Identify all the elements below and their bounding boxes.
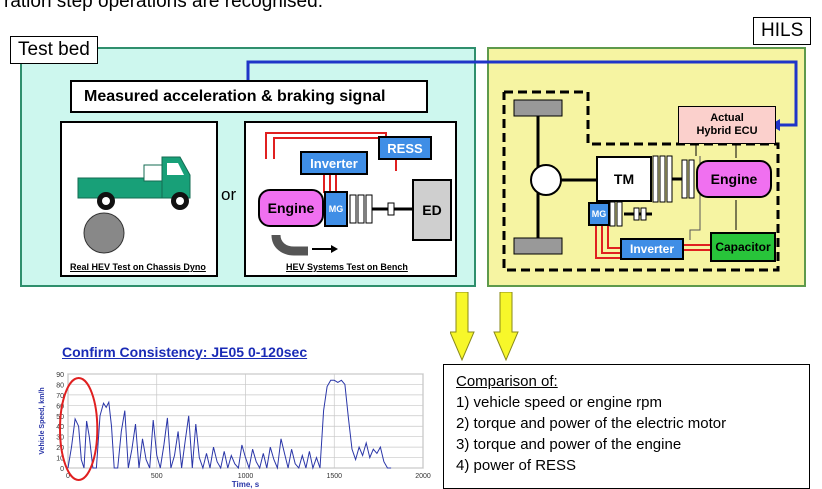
tm-block: TM (596, 156, 652, 202)
hils-engine-block: Engine (696, 160, 772, 198)
comparison-box: Comparison of: 1) vehicle speed or engin… (443, 364, 810, 489)
hils-inverter-block: Inverter (620, 238, 684, 260)
or-label: or (221, 185, 237, 204)
header-text: ration step operations are recognised. (4, 0, 323, 12)
hils-drivetrain (502, 90, 780, 272)
chart-title: Confirm Consistency: JE05 0-120sec (62, 344, 308, 360)
comparison-title: Comparison of: (456, 373, 558, 390)
y-axis-label: Vehicle Speed, km/h (39, 387, 46, 454)
bench-panel: Inverter RESS Engine MG ED HEV Systems T… (244, 121, 457, 277)
x-tick-label: 2000 (415, 473, 431, 480)
chassis-dyno-caption: Real HEV Test on Chassis Dyno (70, 262, 206, 272)
comparison-item: 4) power of RESS (456, 457, 577, 474)
hils-mg-block: MG (588, 202, 610, 226)
highlight-ellipse (59, 377, 99, 481)
capacitor-block: Capacitor (710, 232, 776, 262)
y-tick-label: 80 (56, 382, 64, 389)
flow-arrows (450, 292, 519, 362)
hybrid-ecu-block: Actual Hybrid ECU (678, 106, 776, 144)
y-tick-label: 90 (56, 372, 64, 379)
ress-block: RESS (378, 136, 432, 160)
mg-block: MG (324, 191, 348, 227)
hils-diagram: Actual Hybrid ECU TM Engine MG Inverter … (500, 90, 800, 275)
engine-block: Engine (258, 189, 324, 227)
comparison-item: 1) vehicle speed or engine rpm (456, 394, 662, 411)
x-tick-label: 1500 (326, 473, 342, 480)
y-tick-label: 20 (56, 445, 64, 452)
test-bed-label: Test bed (10, 36, 98, 64)
hils-label: HILS (753, 17, 812, 45)
x-axis-label: Time, s (232, 480, 260, 489)
truck-illustration (77, 156, 191, 254)
y-tick-label: 70 (56, 393, 64, 400)
y-tick-label: 60 (56, 403, 64, 410)
x-tick-label: 500 (151, 473, 163, 480)
bench-caption: HEV Systems Test on Bench (286, 262, 408, 272)
ed-block: ED (412, 179, 452, 241)
x-tick-label: 1000 (238, 473, 254, 480)
speed-series-line (67, 379, 392, 470)
comparison-item: 3) torque and power of the engine (456, 436, 682, 453)
chassis-dyno-panel: Real HEV Test on Chassis Dyno (60, 121, 218, 277)
signal-label: Measured acceleration & braking signal (70, 80, 428, 113)
comparison-item: 2) torque and power of the electric moto… (456, 415, 727, 432)
x-tick-label: 0 (66, 473, 70, 480)
y-tick-label: 0 (60, 466, 64, 473)
y-tick-label: 10 (56, 456, 64, 463)
inverter-block: Inverter (300, 151, 368, 175)
